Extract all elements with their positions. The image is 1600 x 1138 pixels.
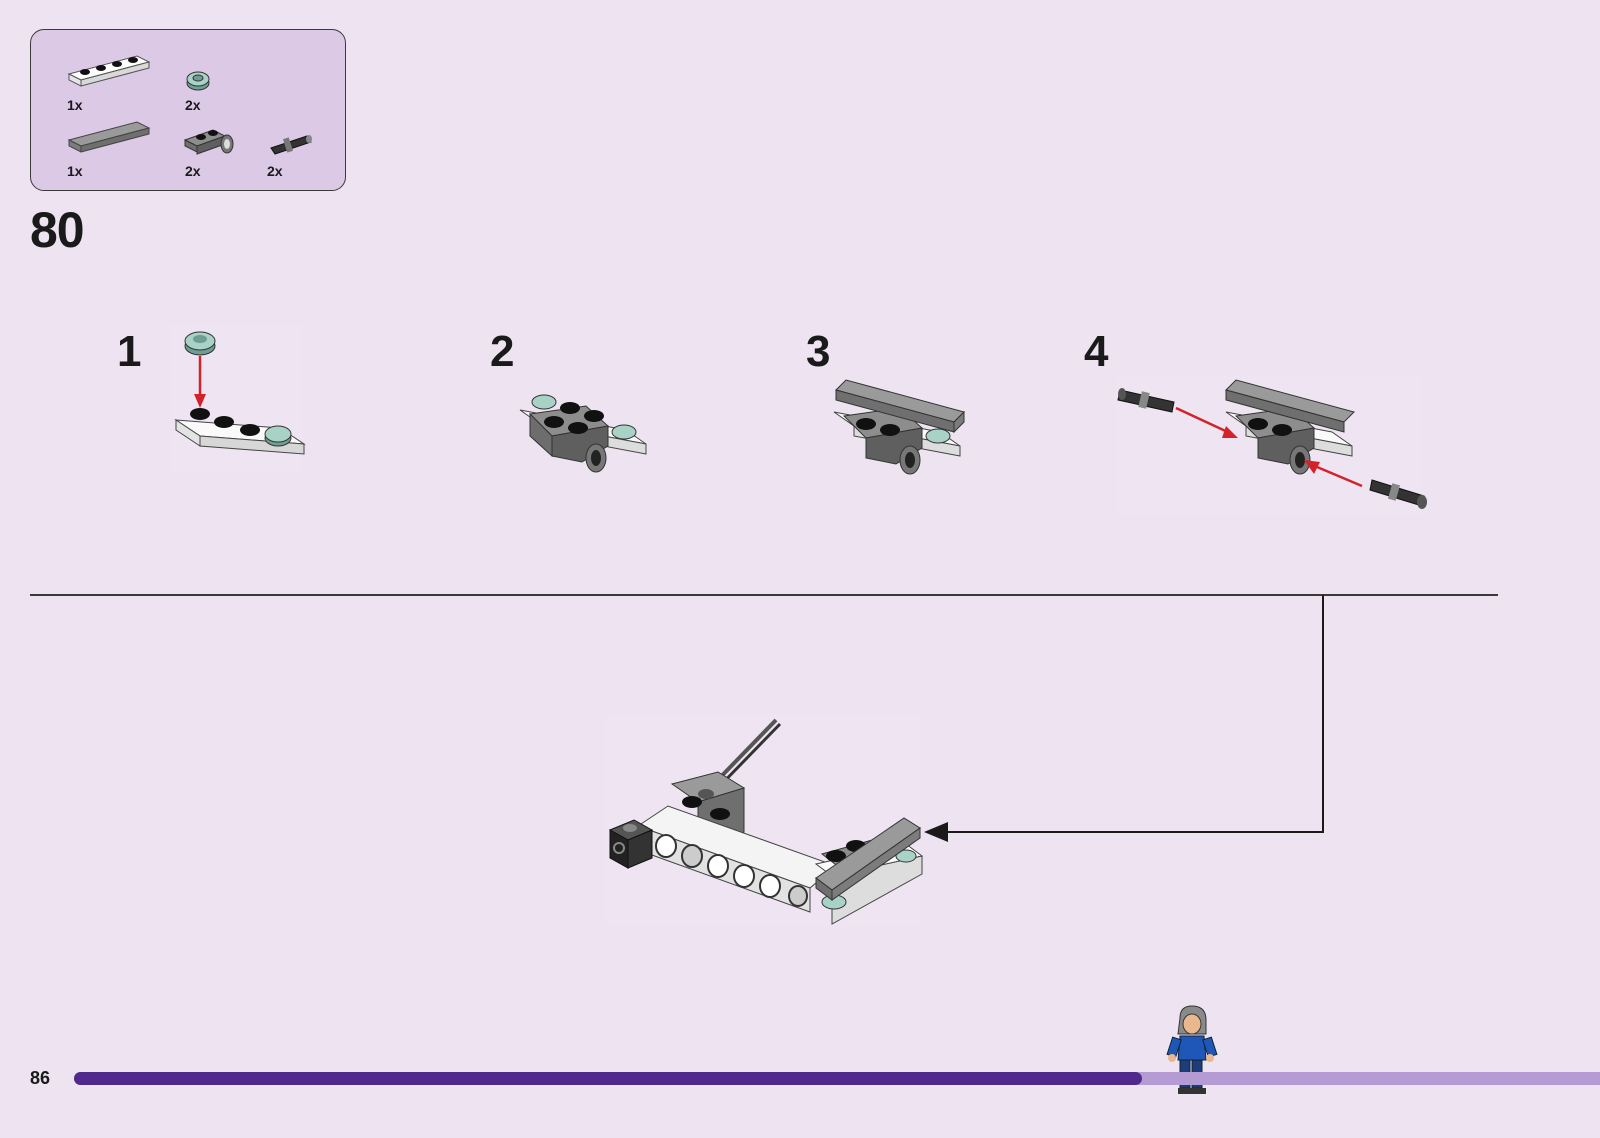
technic-pin-icon xyxy=(269,132,313,156)
part-qty: 2x xyxy=(185,97,201,113)
part-qty: 2x xyxy=(185,163,201,179)
pin-hole-plate-icon xyxy=(183,124,235,160)
substep-2-illustration xyxy=(516,384,656,476)
part-qty: 1x xyxy=(67,97,83,113)
section-divider xyxy=(30,594,1498,596)
parts-list: 1x 2x 1x 2x 2x xyxy=(30,29,346,191)
callout-connector xyxy=(946,831,1324,833)
arrow-icon xyxy=(924,822,948,842)
round-plate-icon xyxy=(185,69,211,93)
part-qty: 1x xyxy=(67,163,83,179)
part-qty: 2x xyxy=(267,163,283,179)
callout-connector xyxy=(1322,595,1324,833)
substep-number: 1 xyxy=(117,327,141,377)
gray-tile-icon xyxy=(67,114,153,158)
progress-bar-fill xyxy=(74,1072,1142,1085)
step-number: 80 xyxy=(30,201,84,259)
white-plate-icon xyxy=(67,44,153,92)
main-assembly-illustration xyxy=(606,714,926,932)
substep-1-illustration xyxy=(170,324,310,478)
page-number: 86 xyxy=(30,1068,50,1089)
substep-number: 3 xyxy=(806,327,830,377)
substep-number: 2 xyxy=(490,327,514,377)
substep-4-illustration xyxy=(1114,376,1434,522)
progress-bar xyxy=(74,1072,1600,1085)
substep-3-illustration xyxy=(830,376,970,476)
substep-number: 4 xyxy=(1084,327,1108,377)
